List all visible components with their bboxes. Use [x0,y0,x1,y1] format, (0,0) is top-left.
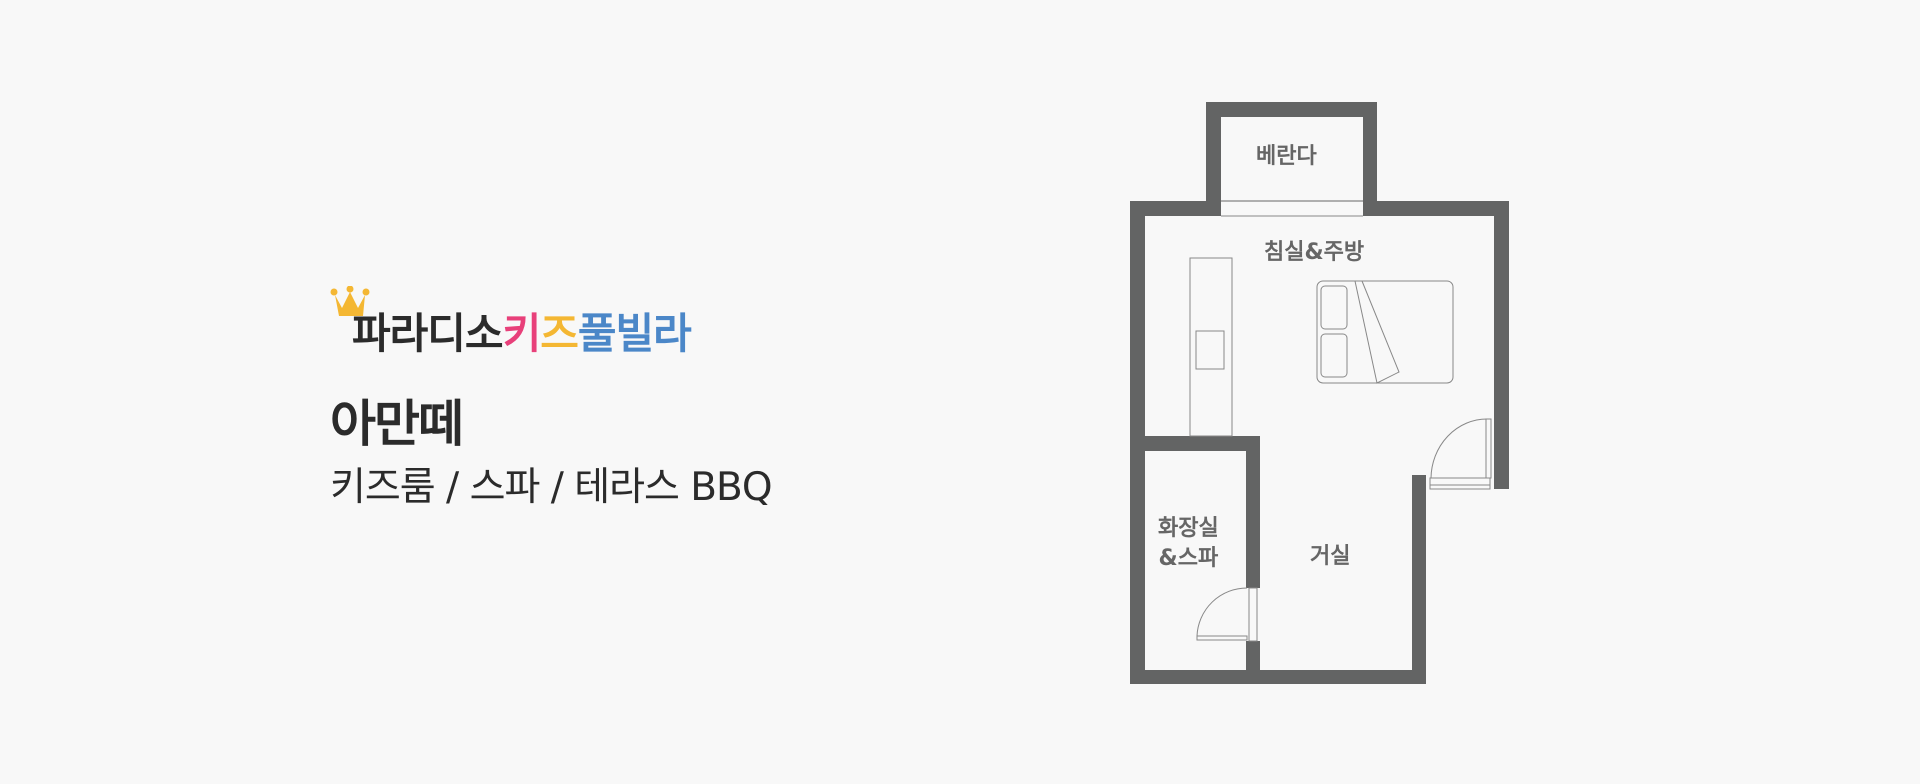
logo-part-ki: 키 [502,309,542,358]
logo-part-jeu: 즈 [540,309,579,358]
room-label-bathroom-line1: 화장실 [1158,516,1219,541]
room-label-bedroom-kitchen: 침실&주방 [1264,240,1365,265]
walls [1130,102,1509,684]
logo-part-poolvilla: 풀빌라 [577,309,692,358]
room-label-bathroom-line2: &스파 [1158,546,1219,571]
room-features: 키즈룸 / 스파 / 테라스 BBQ [330,465,773,510]
room-title: 아만떼 [330,395,464,453]
room-label-living-room: 거실 [1310,544,1351,569]
room-label-balcony: 베란다 [1256,144,1317,169]
crown-icon [330,286,370,316]
fixtures [1189,200,1492,642]
logo-part-paradiso: 파라디소 [352,309,504,358]
logo-text: 파라디소키즈풀빌라 [352,300,692,361]
room-label-bathroom-spa: 화장실 &스파 [1158,514,1219,574]
